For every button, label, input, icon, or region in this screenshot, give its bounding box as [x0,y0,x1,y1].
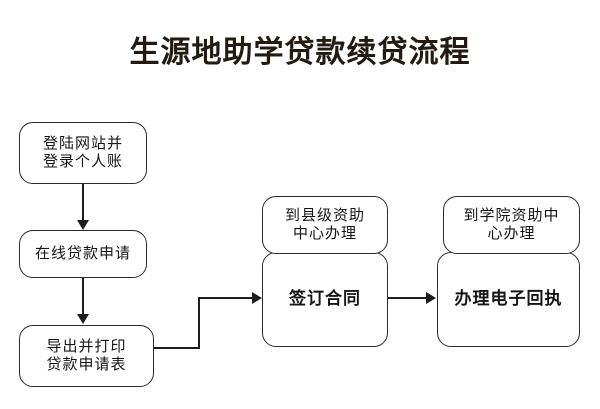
edge-export-print-to-sign-contract-segment-3 [198,297,254,299]
edge-export-print-to-sign-contract-segment-1 [154,347,200,349]
node-login-label: 登陆网站并 登录个人账 [39,135,127,172]
node-login-label-line1: 登陆网站并 [42,135,123,152]
node-college-center-label-line2: 心办理 [487,226,536,242]
page-title: 生源地助学贷款续贷流程 [129,36,471,69]
node-export-print[interactable]: 导出并打印 贷款申请表 [19,325,154,387]
node-electronic-receipt-label: 办理电子回执 [454,289,563,309]
edge-login-to-online-application-line [82,184,84,222]
edge-online-application-to-export-print-line [82,278,84,316]
edge-export-print-to-sign-contract-segment-2 [198,297,200,349]
node-sign-contract[interactable]: 签订合同 [262,252,388,347]
node-electronic-receipt[interactable]: 办理电子回执 [437,252,580,347]
node-sign-contract-label: 签订合同 [289,289,361,309]
node-export-print-label: 导出并打印 贷款申请表 [42,338,130,375]
arrow-right-icon-export-print-to-sign-contract [252,292,262,304]
node-college-center-label-line1: 到学院资助中 [463,207,560,224]
node-export-print-label-line1: 导出并打印 [46,338,127,355]
edge-sign-contract-to-electronic-receipt-line [388,297,428,299]
node-online-application-label: 在线贷款申请 [34,245,131,262]
node-export-print-label-line2: 贷款申请表 [46,357,127,373]
arrow-down-icon-online-application-to-export-print [77,314,89,324]
node-college-center-label: 到学院资助中 心办理 [459,207,563,244]
node-county-center-label-line1: 到县级资助 [284,207,365,224]
arrow-down-icon-login-to-online-application [77,220,89,230]
arrow-right-icon-sign-contract-to-electronic-receipt [426,292,436,304]
node-county-center-label: 到县级资助 中心办理 [281,207,369,244]
node-login[interactable]: 登陆网站并 登录个人账 [19,122,147,184]
node-county-center[interactable]: 到县级资助 中心办理 [262,196,388,254]
node-online-application[interactable]: 在线贷款申请 [19,230,147,278]
node-college-center[interactable]: 到学院资助中 心办理 [443,196,580,254]
node-county-center-label-line2: 中心办理 [292,226,357,242]
node-login-label-line2: 登录个人账 [42,154,123,170]
